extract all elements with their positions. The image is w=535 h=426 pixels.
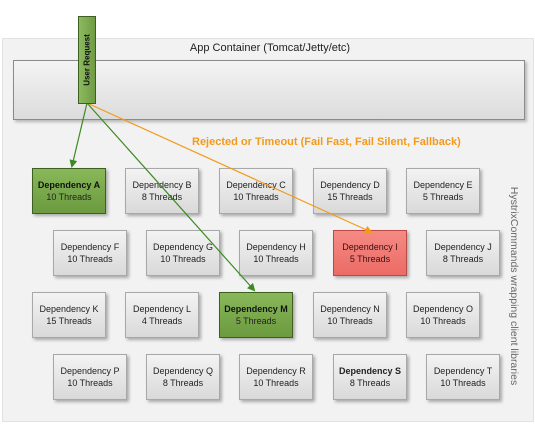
dependency-box: Dependency D 15 Threads xyxy=(313,168,387,214)
dependency-threads: 5 Threads xyxy=(349,254,391,264)
dependency-name: Dependency C xyxy=(226,180,286,190)
dependency-box: Dependency C 10 Threads xyxy=(219,168,293,214)
dependency-box: Dependency I 5 Threads xyxy=(333,230,407,276)
dependency-name: Dependency A xyxy=(37,180,101,190)
dependency-name: Dependency F xyxy=(60,242,120,252)
dependency-box: Dependency O 10 Threads xyxy=(406,292,480,338)
dependency-name: Dependency M xyxy=(224,304,288,314)
dependency-threads: 15 Threads xyxy=(46,316,92,326)
dependency-name: Dependency J xyxy=(434,242,492,252)
dependency-threads: 10 Threads xyxy=(233,192,279,202)
dependency-name: Dependency E xyxy=(413,180,473,190)
dependency-threads: 5 Threads xyxy=(422,192,464,202)
dependency-box: Dependency B 8 Threads xyxy=(125,168,199,214)
rejected-label: Rejected or Timeout (Fail Fast, Fail Sil… xyxy=(192,136,461,148)
dependency-threads: 10 Threads xyxy=(67,254,113,264)
container-title: App Container (Tomcat/Jetty/etc) xyxy=(189,42,351,54)
dependency-name: Dependency S xyxy=(338,366,402,376)
dependency-box: Dependency N 10 Threads xyxy=(313,292,387,338)
dependency-name: Dependency T xyxy=(433,366,493,376)
dependency-threads: 10 Threads xyxy=(67,378,113,388)
dependency-name: Dependency O xyxy=(412,304,474,314)
dependency-name: Dependency G xyxy=(152,242,214,252)
dependency-box: Dependency M 5 Threads xyxy=(219,292,293,338)
side-label: HystrixCommands wrapping client librarie… xyxy=(508,186,520,386)
dependency-box: Dependency G 10 Threads xyxy=(146,230,220,276)
dependency-box: Dependency E 5 Threads xyxy=(406,168,480,214)
dependency-name: Dependency P xyxy=(60,366,120,376)
dependency-box: Dependency P 10 Threads xyxy=(53,354,127,400)
dependency-name: Dependency N xyxy=(320,304,380,314)
dependency-threads: 10 Threads xyxy=(253,254,299,264)
dependency-box: Dependency K 15 Threads xyxy=(32,292,106,338)
dependency-threads: 10 Threads xyxy=(420,316,466,326)
dependency-threads: 8 Threads xyxy=(442,254,484,264)
dependency-threads: 8 Threads xyxy=(141,192,183,202)
dependency-name: Dependency I xyxy=(342,242,398,252)
dependency-name: Dependency K xyxy=(39,304,99,314)
dependency-name: Dependency H xyxy=(246,242,306,252)
dependency-threads: 10 Threads xyxy=(253,378,299,388)
dependency-threads: 8 Threads xyxy=(162,378,204,388)
dependency-threads: 8 Threads xyxy=(349,378,391,388)
user-request-box: User Request xyxy=(78,16,96,104)
dependency-threads: 15 Threads xyxy=(327,192,373,202)
dependency-name: Dependency L xyxy=(132,304,192,314)
dependency-box: Dependency S 8 Threads xyxy=(333,354,407,400)
dependency-box: Dependency T 10 Threads xyxy=(426,354,500,400)
dependency-box: Dependency H 10 Threads xyxy=(239,230,313,276)
dependency-threads: 10 Threads xyxy=(46,192,92,202)
dependency-box: Dependency R 10 Threads xyxy=(239,354,313,400)
dependency-name: Dependency B xyxy=(132,180,192,190)
dependency-box: Dependency Q 8 Threads xyxy=(146,354,220,400)
dependency-name: Dependency D xyxy=(320,180,380,190)
dependency-threads: 10 Threads xyxy=(327,316,373,326)
dependency-threads: 5 Threads xyxy=(235,316,277,326)
user-request-label: User Request xyxy=(82,34,92,86)
dependency-box: Dependency A 10 Threads xyxy=(32,168,106,214)
dependency-threads: 10 Threads xyxy=(160,254,206,264)
dependency-box: Dependency F 10 Threads xyxy=(53,230,127,276)
dependency-threads: 10 Threads xyxy=(440,378,486,388)
dependency-threads: 4 Threads xyxy=(141,316,183,326)
dependency-box: Dependency J 8 Threads xyxy=(426,230,500,276)
dependency-name: Dependency R xyxy=(246,366,306,376)
dependency-box: Dependency L 4 Threads xyxy=(125,292,199,338)
dependency-name: Dependency Q xyxy=(152,366,214,376)
